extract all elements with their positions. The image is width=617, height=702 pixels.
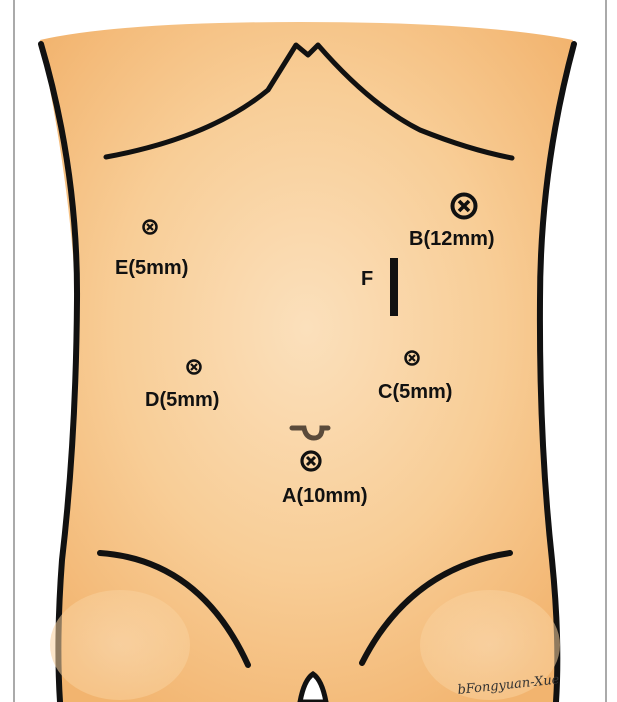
port-label-a: A(10mm) [282, 485, 368, 507]
port-label-c: C(5mm) [378, 381, 452, 403]
port-label-b: B(12mm) [409, 228, 495, 250]
incision-mark-icon [390, 258, 398, 316]
port-label-d: D(5mm) [145, 389, 219, 411]
incision-label: F [361, 268, 373, 290]
port-label-e: E(5mm) [115, 257, 188, 279]
left-thigh-shade [50, 590, 190, 700]
